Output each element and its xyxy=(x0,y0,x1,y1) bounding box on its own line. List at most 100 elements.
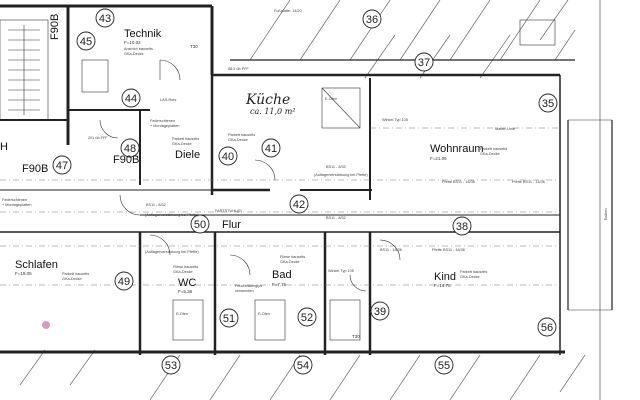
note-federschienen: Federschienen xyxy=(150,119,175,123)
note-montageplatten: + Montageplatten xyxy=(150,124,179,128)
room-kueche-handwriting: Küche xyxy=(245,92,290,108)
room-kind-name: Kind xyxy=(434,271,456,283)
axis-marker-number: 48 xyxy=(124,143,136,155)
room-schlafen-name: Schlafen xyxy=(15,259,58,271)
room-flur-name: Flur xyxy=(222,219,241,231)
room-bad-note2: verwenden xyxy=(235,289,254,293)
fixtures xyxy=(81,19,556,341)
note-e-ofen-1: E-Ofen xyxy=(325,97,337,101)
label-t30-b: T30 xyxy=(352,334,360,339)
room-bad-note1: Feuchtraumgips xyxy=(235,284,262,288)
note-auflager-3: (Auflagerverstärkung bei Pfette) xyxy=(145,250,199,254)
note-pfette-2: Pfette BS11 - 16/36 xyxy=(432,248,465,252)
note-balken: Balken xyxy=(604,208,608,220)
axis-marker-number: 38 xyxy=(456,221,468,233)
room-wc-area: F=5.36 xyxy=(178,289,193,294)
axis-marker-circle xyxy=(370,301,390,321)
doors xyxy=(99,59,401,292)
note-pfette-1: Pfette BS11 - 16/36 xyxy=(442,180,475,184)
note-pfette-3: Pfette BS11 - 14/36 xyxy=(512,180,545,184)
room-diele-name: Diele xyxy=(175,149,200,161)
label-f90b-left: F90B xyxy=(22,163,48,175)
note-fussplatte: Fußplatte: 14/20 xyxy=(274,9,302,13)
room-kueche-finish1: Parkett bauseits xyxy=(228,133,255,137)
room-schlafen-finish2: GKa-Decke xyxy=(62,277,82,281)
room-technik-name: Technik xyxy=(124,28,162,40)
room-diele-finish1: Parkett bauseits xyxy=(172,137,199,141)
axis-marker-number: 39 xyxy=(374,306,386,318)
note-winkel-1: Winkel Typ 105 xyxy=(382,118,408,122)
axis-marker-number: 41 xyxy=(265,143,277,155)
note-winkel-2: Winkel Typ 105 xyxy=(328,269,354,273)
room-wohnraum-name: Wohnraum xyxy=(430,143,484,155)
axis-marker-circle xyxy=(219,308,239,328)
axis-marker-circle xyxy=(95,8,115,28)
note-dim-201: 201 üb FFF xyxy=(88,136,108,140)
axis-marker-circle xyxy=(414,52,434,72)
axis-marker-circle xyxy=(362,9,382,29)
axis-marker-circle xyxy=(434,355,454,375)
axis-marker-number: 36 xyxy=(366,14,378,26)
label-f90b-mid: F90B xyxy=(113,154,139,166)
room-schlafen-area: F=19.05 xyxy=(15,271,32,276)
room-kind-area: F=14.78 xyxy=(434,283,451,288)
note-bs11-d: BS11 - 16/36 xyxy=(380,248,402,252)
room-wohnraum-area: F=21.06 xyxy=(430,156,447,161)
note-e-ofen-3: E-Ofen xyxy=(258,312,270,316)
axis-marker-number: 51 xyxy=(223,313,235,325)
axis-marker-circle xyxy=(121,88,141,108)
note-mauer: Mauer-Linie xyxy=(495,127,515,131)
room-diele-finish2: GKa-Decke xyxy=(172,142,192,146)
note-auflager-2: (Auflagerverstärkung bei Pfette) xyxy=(145,213,199,217)
room-flur-label: FARTSTUHL(E) xyxy=(215,209,243,213)
axis-marker-number: 47 xyxy=(56,160,68,172)
note-e-ofen-2: E-Ofen xyxy=(176,312,188,316)
axis-marker-circle xyxy=(537,317,557,337)
room-wc-name: WC xyxy=(178,277,196,289)
stamp-mark xyxy=(42,321,50,329)
room-wohnraum-finish2: GKa-Decke xyxy=(480,152,500,156)
axis-marker-circle xyxy=(161,355,181,375)
axis-marker-number: 53 xyxy=(165,360,177,372)
beam-lines xyxy=(0,127,560,286)
note-federschienen-2: Federschienen xyxy=(2,198,27,202)
axis-marker-circle xyxy=(218,146,238,166)
axis-marker-number: 40 xyxy=(222,151,234,163)
room-kind-finish1: Parkett bauseits xyxy=(460,270,487,274)
note-bs11-b: BS11 - 8/32 xyxy=(146,203,166,207)
note-auflager-1: (Auflagerverstärkung bei Pfette) xyxy=(314,173,368,177)
room-kueche-handwriting-area: ca. 11,0 m² xyxy=(250,107,295,116)
room-bad-finish1: Fliese bauseits xyxy=(280,255,305,259)
axis-marker-number: 55 xyxy=(438,360,450,372)
axis-marker-number: 49 xyxy=(118,276,130,288)
axis-marker-number: 35 xyxy=(542,98,554,110)
room-kind-finish2: GKa-Decke xyxy=(460,275,480,279)
label-h: H xyxy=(0,141,8,153)
axis-marker-circle xyxy=(190,214,210,234)
axis-marker-circle xyxy=(293,355,313,375)
label-t30-a: T30 xyxy=(190,44,198,49)
note-bs11-a: BS11 - 8/32 xyxy=(326,165,346,169)
room-technik-area: F=10.02 xyxy=(124,40,141,45)
axis-marker-number: 52 xyxy=(301,312,313,324)
walls xyxy=(0,0,613,400)
room-kueche-finish2: GKa-Decke xyxy=(228,138,248,142)
axis-marker-circle xyxy=(114,271,134,291)
room-bad-area: F=7.76 xyxy=(272,282,287,287)
room-schlafen-finish1: Parkett bauseits xyxy=(62,272,89,276)
roof-hatching-top xyxy=(249,0,576,79)
room-wc-finish1: Fliese bauseits xyxy=(173,265,198,269)
axis-marker-circle xyxy=(120,138,140,158)
axis-marker-circle xyxy=(452,216,472,236)
axis-marker-number: 50 xyxy=(194,219,206,231)
axis-marker-number: 37 xyxy=(418,57,430,69)
room-wc-finish2: GKa-Decke xyxy=(173,270,193,274)
axis-marker-circle xyxy=(289,194,309,214)
axis-marker-number: 44 xyxy=(125,93,137,105)
room-bad-name: Bad xyxy=(272,269,292,281)
axis-marker-circle xyxy=(538,93,558,113)
label-f90b-top: F90B xyxy=(49,14,61,40)
note-bs11-c: BS11 - 8/32 xyxy=(326,216,346,220)
